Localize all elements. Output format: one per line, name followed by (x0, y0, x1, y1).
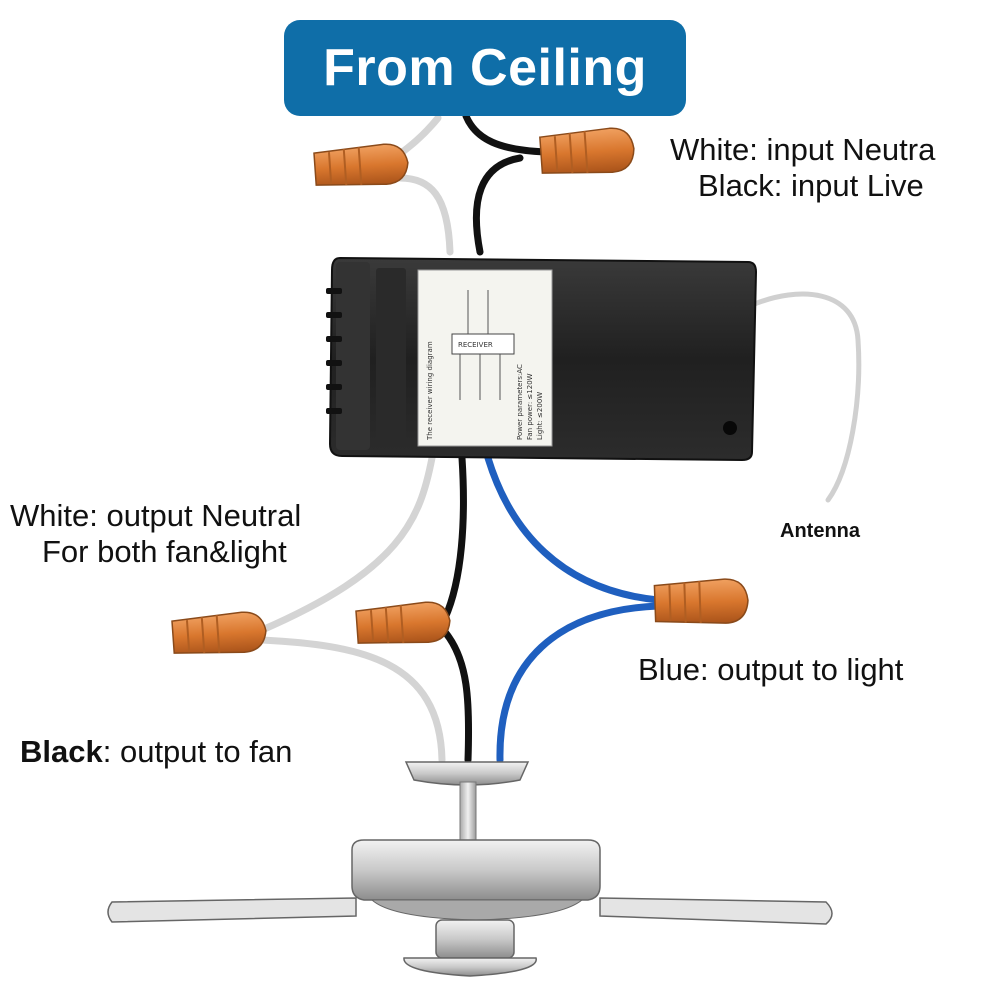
label-black-output: Black: output to fan (20, 734, 292, 770)
label-input-live: Black: input Live (698, 168, 924, 203)
title-text: From Ceiling (323, 39, 647, 97)
input-white-wire (388, 114, 454, 256)
input-black-wire (462, 112, 549, 256)
input-wires (388, 112, 549, 256)
sticker-receiver-label: RECEIVER (458, 341, 493, 349)
sticker-spec-2: Fan power: ≤120W (526, 373, 534, 440)
wire-nut-input-black (539, 127, 635, 174)
label-output-neutral-line1: White: output Neutral (10, 498, 302, 533)
output-wires (258, 454, 662, 956)
antenna-wire (749, 291, 862, 503)
fan-switch-housing (435, 919, 515, 959)
sticker-spec-1: Power parameters:AC (516, 364, 524, 440)
receiver-sticker: The receiver wiring diagram RECEIVER Pow… (417, 269, 553, 447)
label-blue-output: Blue: output to light (638, 652, 904, 687)
output-white-wire-light (258, 636, 446, 764)
output-black-wire (441, 454, 467, 622)
wire-nut-output-black (355, 601, 451, 644)
title-banner: From Ceiling (284, 20, 686, 116)
fan-light-base (403, 957, 537, 977)
sticker-heading: The receiver wiring diagram (426, 341, 434, 441)
output-black-wire-fan (441, 628, 473, 764)
sticker-spec-3: Light: ≤200W (536, 392, 544, 440)
receiver-box: The receiver wiring diagram RECEIVER Pow… (326, 256, 758, 462)
receiver-indicator (723, 421, 737, 435)
ceiling-fan (107, 761, 833, 977)
output-blue-wire (484, 454, 662, 604)
fan-blade-right (599, 897, 833, 925)
label-black-output-bold: Black (20, 734, 103, 769)
fan-blade-left (107, 897, 357, 923)
wire-nut-input-white (313, 143, 409, 186)
label-antenna: Antenna (780, 520, 860, 542)
fan-motor (351, 839, 601, 901)
fan-downrod (459, 781, 477, 847)
wire-nut-output-white (171, 611, 267, 654)
output-blue-wire-light (496, 602, 662, 764)
label-black-output-rest: : output to fan (102, 734, 293, 769)
label-input-neutral: White: input Neutra (670, 132, 936, 167)
wire-nut-output-blue (653, 578, 749, 624)
label-output-neutral-line2: For both fan&light (42, 534, 287, 569)
output-white-wire-fan (258, 454, 436, 634)
